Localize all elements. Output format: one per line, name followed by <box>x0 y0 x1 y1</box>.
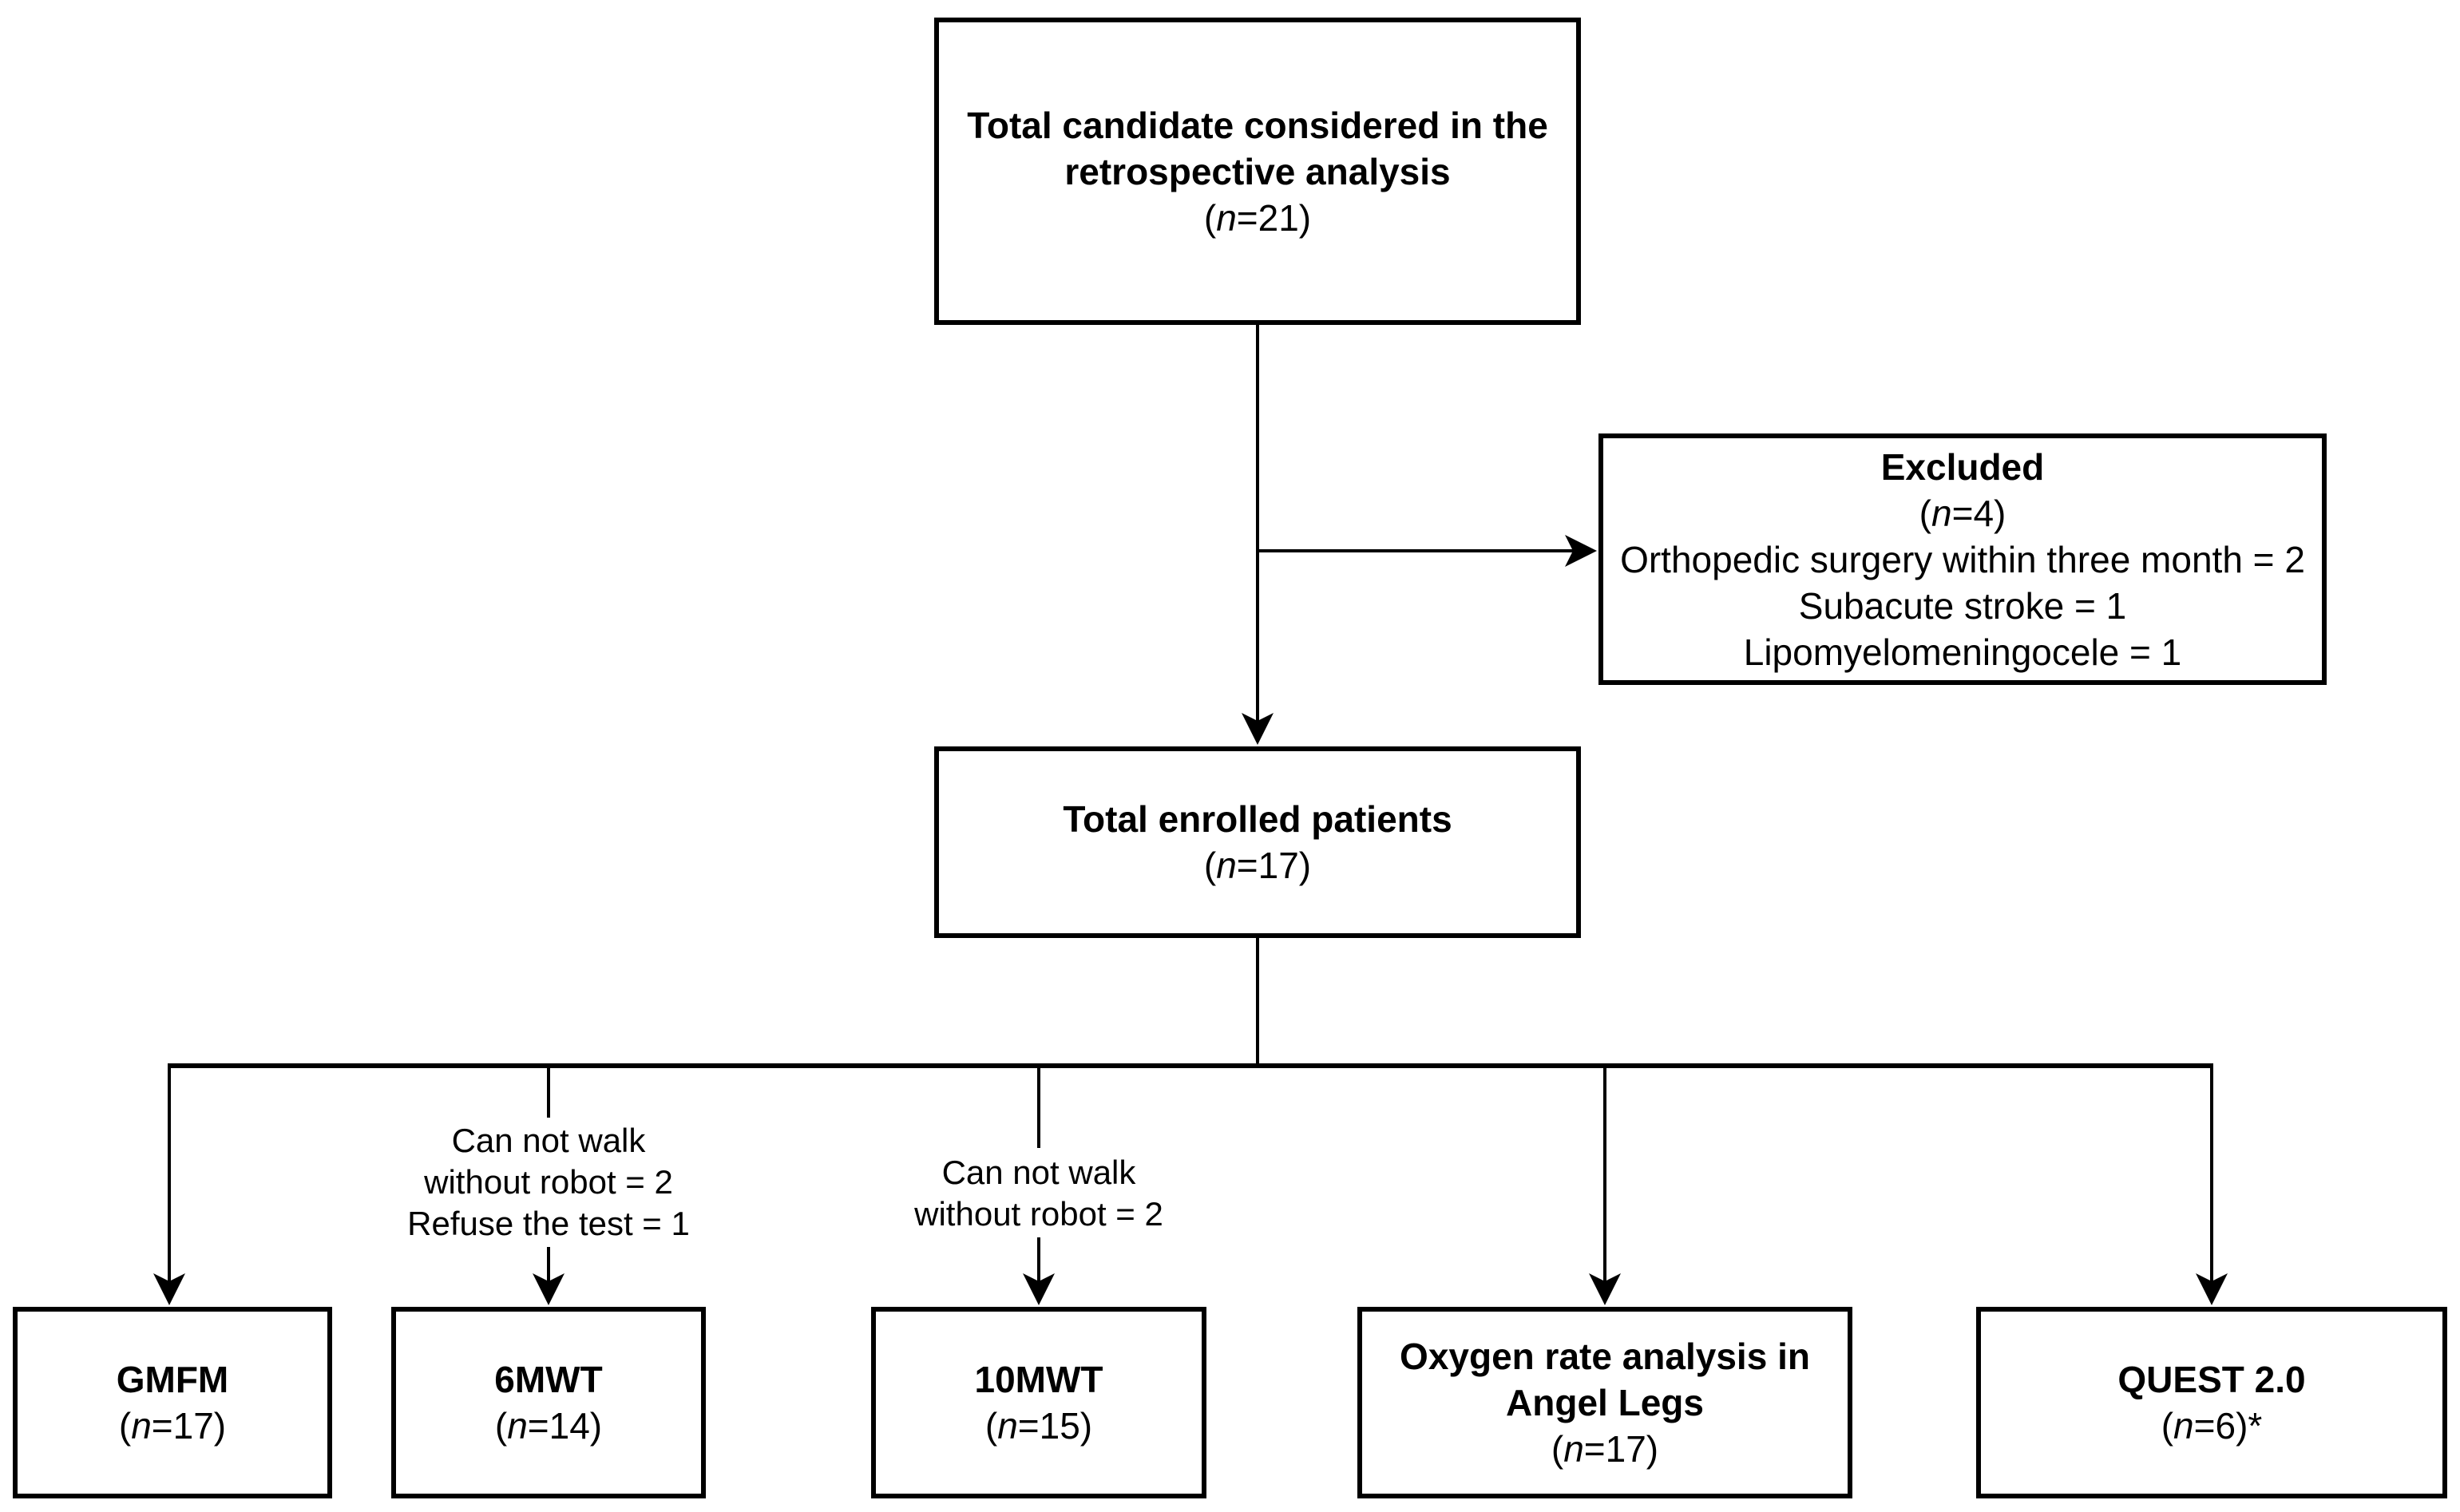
box-gmfm: GMFM (n=17) <box>13 1307 332 1498</box>
box-title-line: Total candidate considered in the <box>967 104 1548 146</box>
note-line: without robot = 2 <box>424 1163 673 1201</box>
exclusion-reason: Subacute stroke = 1 <box>1798 584 2127 627</box>
sample-size: (n=17) <box>118 1405 227 1447</box>
sample-size: (n=17) <box>1203 845 1312 886</box>
box-title-line: 10MWT <box>974 1359 1103 1400</box>
box-title-line: Excluded <box>1880 445 2045 488</box>
note-line: Can not walk <box>941 1154 1136 1191</box>
box-title-line: QUEST 2.0 <box>2117 1359 2306 1400</box>
sample-size: (n=17) <box>1551 1428 1659 1470</box>
box-title-line: Oxygen rate analysis in <box>1400 1336 1810 1377</box>
box-quest: QUEST 2.0 (n=6)* <box>1976 1307 2447 1498</box>
note-line: Can not walk <box>451 1122 646 1159</box>
exclusion-reason: Orthopedic surgery within three month = … <box>1620 538 2305 580</box>
sample-size: (n=6)* <box>2161 1405 2263 1447</box>
box-6mwt: 6MWT (n=14) <box>391 1307 706 1498</box>
note-line: Refuse the test = 1 <box>407 1205 690 1242</box>
note-10mwt-exclusions: Can not walk without robot = 2 <box>839 1152 1238 1235</box>
box-10mwt: 10MWT (n=15) <box>871 1307 1206 1498</box>
sample-size: (n=21) <box>1203 196 1312 239</box>
box-total-candidates: Total candidate considered in the retros… <box>934 18 1581 325</box>
sample-size: (n=14) <box>494 1405 603 1447</box>
box-total-enrolled: Total enrolled patients (n=17) <box>934 746 1581 938</box>
box-title-line: 6MWT <box>494 1359 603 1400</box>
box-oxygen-rate: Oxygen rate analysis in Angel Legs (n=17… <box>1357 1307 1852 1498</box>
box-title-line: Total enrolled patients <box>1063 798 1452 840</box>
box-title-line: GMFM <box>116 1359 229 1400</box>
sample-size: (n=4) <box>1919 492 2006 534</box>
sample-size: (n=15) <box>984 1405 1093 1447</box>
note-line: without robot = 2 <box>914 1195 1163 1233</box>
box-excluded: Excluded (n=4) Orthopedic surgery within… <box>1598 433 2327 685</box>
exclusion-reason: Lipomyelomeningocele = 1 <box>1743 631 2182 673</box>
box-title-line: retrospective analysis <box>1064 150 1451 192</box>
box-title-line: Angel Legs <box>1506 1382 1704 1423</box>
note-6mwt-exclusions: Can not walk without robot = 2 Refuse th… <box>349 1120 748 1245</box>
